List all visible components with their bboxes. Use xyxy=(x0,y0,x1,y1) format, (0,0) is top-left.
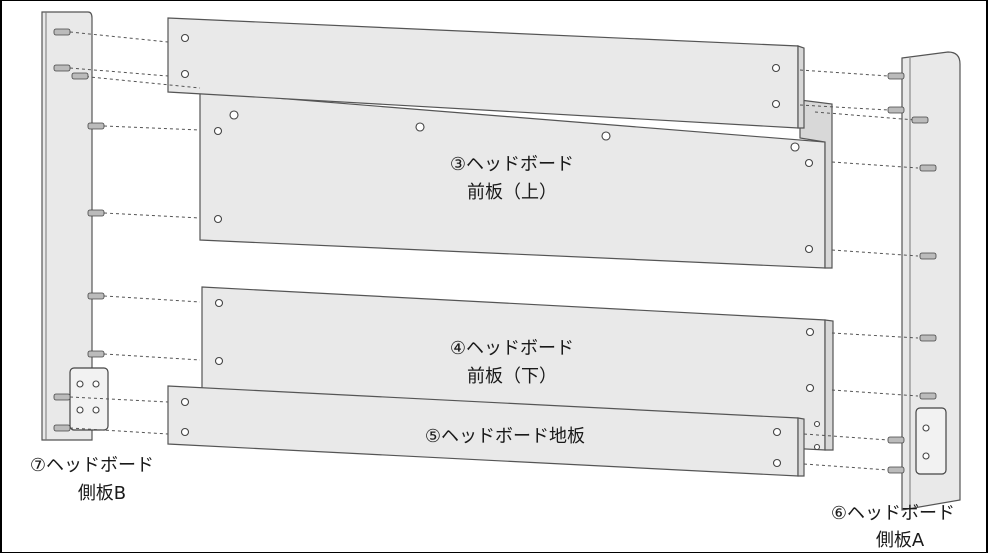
label-panel6-desc: 側板A xyxy=(876,530,925,551)
label-panel7-name: ⑦ヘッドボード xyxy=(30,455,154,476)
assembly-guide-lines xyxy=(69,31,919,471)
side-panel-a xyxy=(901,51,961,511)
label-panel7-desc: 側板B xyxy=(78,483,126,504)
side-panel-b xyxy=(41,11,109,441)
label-panel6-name: ⑥ヘッドボード xyxy=(831,503,955,524)
label-panel3-name: ③ヘッドボード xyxy=(450,154,574,175)
top-rail-panel xyxy=(167,17,805,129)
label-panel5: ⑤ヘッドボード地板 xyxy=(425,426,585,447)
label-panel4-desc: 前板（下） xyxy=(467,366,557,387)
side-panel-a-bracket xyxy=(915,407,947,475)
base-board xyxy=(167,385,805,477)
dowel-pins xyxy=(53,28,937,474)
label-panel4-name: ④ヘッドボード xyxy=(450,338,574,359)
label-panel3-desc: 前板（上） xyxy=(467,182,557,203)
